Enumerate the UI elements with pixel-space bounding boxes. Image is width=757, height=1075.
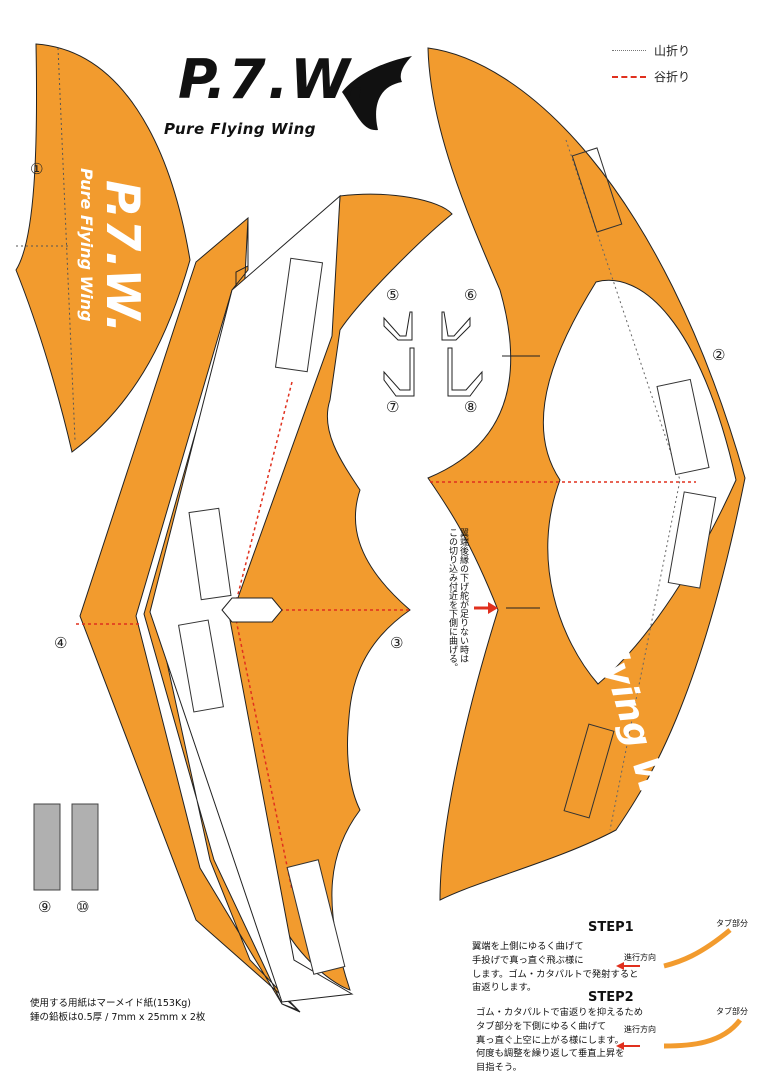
step2-text: ゴム・カタパルトで宙返りを抑えるため タブ部分を下側にゆるく曲げて 真っ直ぐ上空… [476, 1007, 644, 1074]
logo-swoosh-icon [342, 56, 412, 131]
part-number-2: ② [712, 346, 726, 364]
part-number-6: ⑥ [464, 286, 478, 304]
step1-flight-path [663, 928, 732, 969]
part-2-mountain-fold [565, 139, 681, 831]
step1-heading: STEP1 [588, 920, 634, 935]
paper-spec-text: 使用する用紙はマーメイド紙(153Kg) 錘の鉛板は0.5厚 / 7mm x 2… [30, 998, 206, 1023]
slot-window [178, 619, 224, 713]
part-number-5: ⑤ [386, 286, 400, 304]
part1-logo-text: P.7.W. [96, 180, 150, 334]
step2-direction-label: 進行方向 [624, 1025, 656, 1034]
tab-piece-5 [383, 311, 413, 341]
part-number-8: ⑧ [464, 398, 478, 416]
part-number-7: ⑦ [386, 398, 400, 416]
legend-mountain-fold: 山折り [612, 42, 690, 59]
part1-sub-text: Pure Flying Wing [77, 168, 96, 322]
logo-title: P.7.W. [178, 48, 370, 111]
slot-window [274, 257, 324, 373]
legend-valley-label: 谷折り [654, 70, 691, 84]
step2-tab-label: タブ部分 [716, 1007, 748, 1016]
weight-plate-10 [71, 803, 99, 891]
part-1-mountain-fold [57, 47, 76, 441]
step1-arrow-head [616, 962, 624, 970]
step1-direction-label: 進行方向 [624, 953, 656, 962]
slot-window [286, 859, 346, 975]
tab-piece-7 [383, 347, 415, 397]
slot-window [563, 723, 615, 819]
part-number-1: ① [30, 160, 44, 178]
valley-fold-line-icon [612, 75, 646, 78]
step2-heading: STEP2 [588, 990, 634, 1005]
step1-text: 翼端を上側にゆるく曲げて 手投げで真っ直ぐ飛ぶ様に します。ゴム・カタパルトで発… [472, 941, 639, 994]
part-1-wing-piece [15, 43, 191, 453]
step1-tab-label: タブ部分 [716, 919, 748, 928]
part-3-nose-tab [221, 597, 283, 623]
legend-mountain-label: 山折り [654, 44, 691, 58]
logo-subtitle: Pure Flying Wing [164, 120, 316, 138]
part-number-4: ④ [54, 634, 68, 652]
slot-window [571, 147, 623, 233]
tab-piece-8 [447, 347, 483, 397]
step2-arrow-head [616, 1042, 624, 1050]
part-3-outline [149, 194, 354, 1003]
part-number-10: ⑩ [76, 898, 90, 916]
slot-window [667, 491, 717, 589]
weight-plate-9 [33, 803, 61, 891]
part-number-9: ⑨ [38, 898, 52, 916]
legend-valley-fold: 谷折り [612, 68, 690, 85]
note-text: 翼端後縁の下げ舵が足りない時は この切り込み付近を下側に曲げる。 [447, 528, 468, 672]
slot-window [188, 507, 232, 601]
note-arrow-head [488, 602, 498, 614]
step2-flight-path [663, 1018, 742, 1049]
slot-window [656, 378, 710, 476]
tab-piece-6 [441, 311, 471, 341]
part-number-3: ③ [390, 634, 404, 652]
mountain-fold-line-icon [612, 50, 646, 51]
